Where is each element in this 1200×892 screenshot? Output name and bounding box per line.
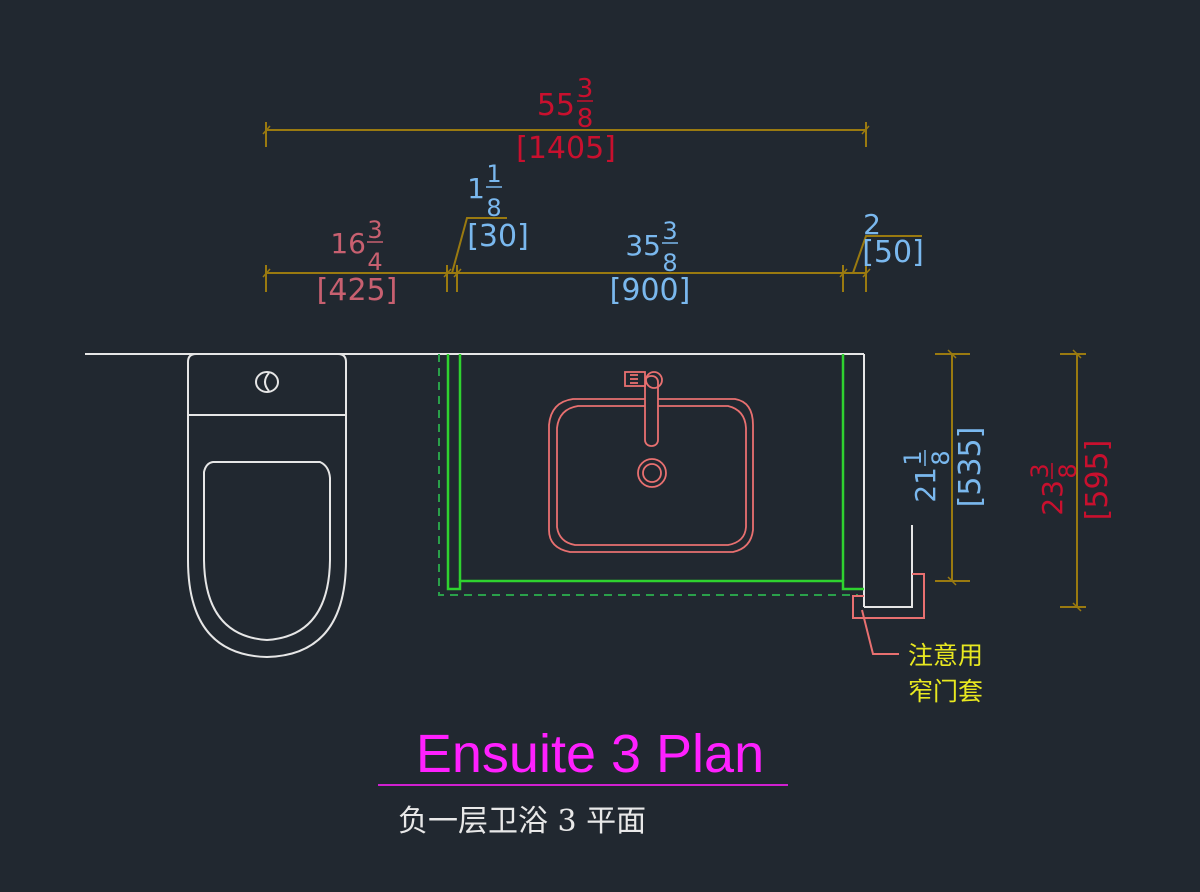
flush-button-icon: [255, 371, 279, 393]
dim-metric: [425]: [317, 273, 398, 308]
dim-metric: [1405]: [516, 131, 616, 166]
dim-numerator: 3: [662, 217, 677, 245]
note-text-line1: 注意用: [908, 641, 983, 670]
sink-basin: [548, 371, 754, 553]
dim-denominator: 8: [577, 104, 594, 134]
dim-denominator: 8: [927, 450, 955, 465]
dim-metric: [30]: [467, 219, 529, 254]
dimension-lines: [265, 122, 1086, 608]
dim-end-gap: 2 [50]: [862, 208, 924, 270]
door-casing: [852, 573, 925, 655]
dim-numerator: 3: [367, 216, 382, 244]
dim-metric: [50]: [862, 235, 924, 270]
dim-denominator: 8: [662, 249, 677, 277]
dimension-ticks: [262, 125, 1082, 612]
note-text-line2: 窄门套: [908, 677, 983, 706]
dim-whole: 1: [467, 172, 485, 205]
dim-metric: [595]: [1080, 440, 1115, 521]
toilet-seat: [203, 461, 331, 642]
toilet-bowl: [187, 415, 347, 659]
basin-inner: [556, 405, 747, 546]
dim-whole: 2: [863, 208, 881, 241]
dim-denominator: 8: [486, 194, 501, 222]
dim-whole: 35: [625, 229, 661, 262]
dim-numerator: 3: [1026, 463, 1054, 478]
dim-vanity-depth: 21 1 8 [535]: [899, 427, 988, 508]
toilet-fixture: [187, 353, 347, 659]
faucet-spout: [644, 375, 659, 447]
dim-numerator: 1: [486, 160, 501, 188]
dim-toilet-zone: 16 3 4 [425]: [317, 216, 398, 308]
dim-gap: 1 1 8 [30]: [467, 160, 529, 254]
drawing-subtitle: 负一层卫浴 3 平面: [398, 804, 646, 839]
dim-numerator: 1: [899, 450, 927, 465]
dim-whole: 16: [330, 227, 366, 260]
dim-numerator: 3: [577, 74, 594, 104]
wall-outline: [85, 353, 913, 608]
dim-whole: 23: [1036, 480, 1069, 516]
basin-outer: [548, 398, 754, 553]
dim-denominator: 8: [1054, 463, 1082, 478]
note-leader: [861, 609, 899, 655]
drain-icon: [637, 458, 667, 488]
dim-metric: [535]: [953, 427, 988, 508]
toilet-tank: [187, 353, 347, 416]
cabinet-hidden-line: [438, 354, 858, 596]
dim-metric: [900]: [610, 273, 691, 308]
dim-overall-depth: 23 3 8 [595]: [1026, 440, 1115, 521]
dim-denominator: 4: [367, 248, 382, 276]
drawing-title: Ensuite 3 Plan: [416, 724, 764, 784]
dim-whole: 21: [909, 467, 942, 503]
dim-whole: 55: [537, 88, 575, 123]
dim-overall-width: 55 3 8 [1405]: [516, 74, 616, 166]
dim-vanity: 35 3 8 [900]: [610, 217, 691, 308]
vanity-cabinet: [438, 354, 864, 596]
